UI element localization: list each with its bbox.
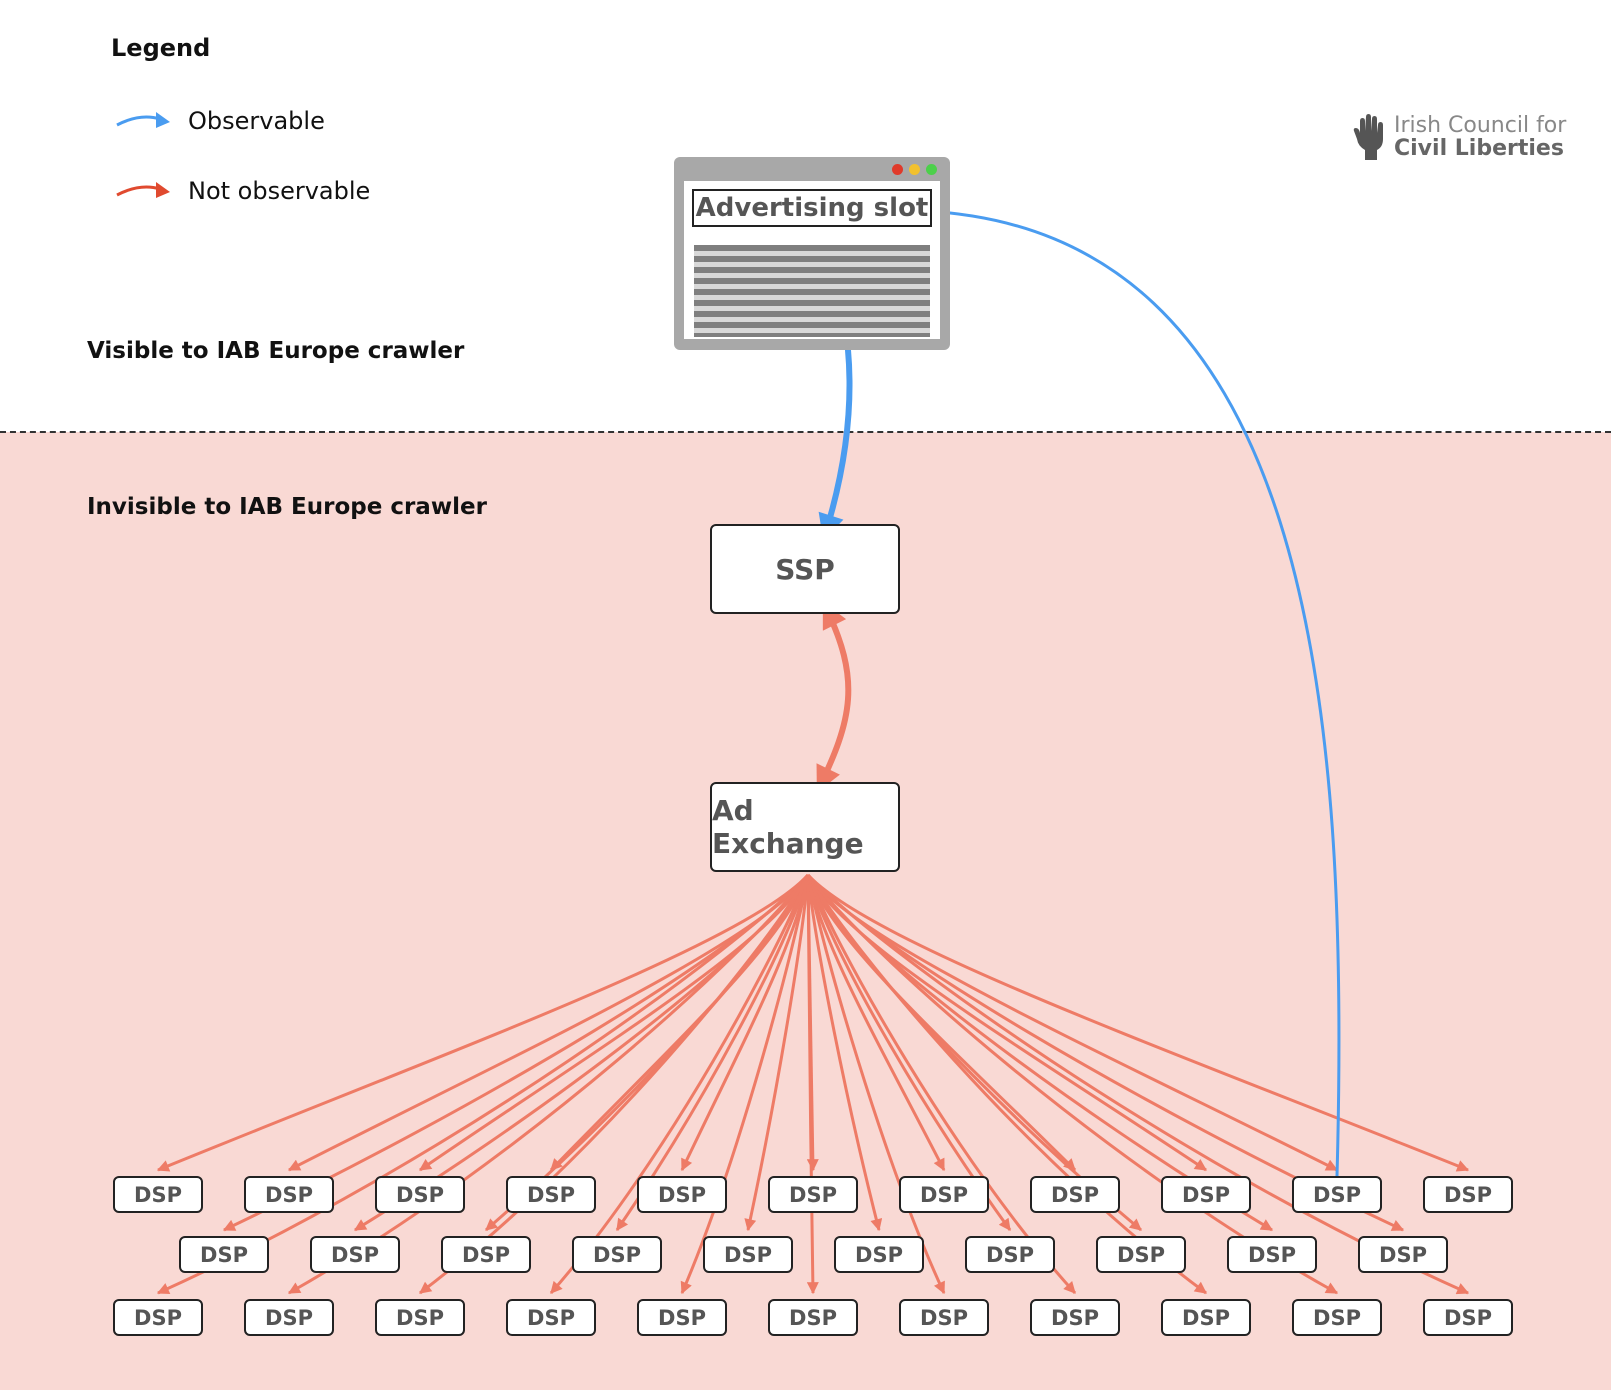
dsp-node: DSP	[899, 1176, 989, 1213]
visible-zone-label: Visible to IAB Europe crawler	[87, 338, 465, 364]
legend-label-observable: Observable	[188, 107, 325, 135]
dsp-node: DSP	[1292, 1299, 1382, 1336]
dsp-node: DSP	[1161, 1299, 1251, 1336]
dsp-node: DSP	[637, 1176, 727, 1213]
dsp-node: DSP	[1030, 1176, 1120, 1213]
ad-exchange-to-dsp-arrow	[806, 874, 1339, 1172]
blue-arrow-icon	[116, 112, 170, 128]
ad-exchange-to-dsp-arrow	[806, 874, 1077, 1295]
ad-exchange-to-dsp-arrow	[744, 874, 810, 1232]
ad-exchange-to-dsp-arrow	[156, 873, 810, 1172]
ad-exchange-to-dsp-arrow	[806, 874, 819, 1295]
brand-line2: Civil Liberties	[1394, 136, 1564, 161]
dsp-node: DSP	[1227, 1236, 1317, 1273]
dsp-node: DSP	[179, 1236, 269, 1273]
legend-title: Legend	[111, 34, 211, 62]
hand-logo-icon	[1353, 114, 1383, 160]
dsp-node: DSP	[1358, 1236, 1448, 1273]
ad-exchange-to-dsp-arrow	[806, 874, 1207, 1295]
dsp-node: DSP	[572, 1236, 662, 1273]
dsp-node: DSP	[1292, 1176, 1382, 1213]
dsp-node: DSP	[375, 1176, 465, 1213]
brand-line1: Irish Council for	[1394, 112, 1567, 138]
legend-label-not-observable: Not observable	[188, 177, 371, 205]
legend-item-observable: Observable	[114, 104, 325, 138]
dsp-to-slot-arrow	[922, 204, 1341, 1177]
ad-exchange-to-dsp-arrow	[806, 873, 1470, 1172]
dsp-node: DSP	[1030, 1299, 1120, 1336]
dsp-node: DSP	[768, 1299, 858, 1336]
ad-exchange-to-dsp-arrow	[680, 874, 810, 1295]
dsp-node: DSP	[441, 1236, 531, 1273]
dsp-node: DSP	[244, 1299, 334, 1336]
dsp-node: DSP	[1096, 1236, 1186, 1273]
ad-exchange-to-dsp-arrow	[419, 874, 810, 1295]
ssp-exchange-arrow	[815, 601, 852, 793]
visibility-divider	[0, 431, 1611, 433]
dsp-node: DSP	[310, 1236, 400, 1273]
dsp-node: DSP	[768, 1176, 858, 1213]
ad-exchange-to-dsp-arrow	[287, 874, 810, 1172]
ad-exchange-to-dsp-arrow	[549, 874, 810, 1294]
browser-viewport: Advertising slot	[684, 181, 940, 339]
red-arrow-icon	[116, 182, 170, 198]
ad-exchange-to-dsp-arrow	[806, 874, 946, 1295]
page-content-lines	[694, 245, 930, 337]
dsp-node: DSP	[965, 1236, 1055, 1273]
dsp-node: DSP	[703, 1236, 793, 1273]
ad-exchange-to-dsp-arrow	[806, 874, 1339, 1295]
maximize-dot-icon	[926, 164, 937, 175]
dsp-node: DSP	[506, 1176, 596, 1213]
dsp-node: DSP	[834, 1236, 924, 1273]
dsp-node: DSP	[899, 1299, 989, 1336]
dsp-node: DSP	[1161, 1176, 1251, 1213]
ad-exchange-to-dsp-arrow	[806, 873, 1470, 1295]
dsp-node: DSP	[637, 1299, 727, 1336]
dsp-node: DSP	[113, 1176, 203, 1213]
ad-exchange-to-dsp-arrow	[287, 874, 810, 1295]
close-dot-icon	[892, 164, 903, 175]
ad-exchange-to-dsp-arrow	[156, 873, 810, 1295]
dsp-node: DSP	[1423, 1299, 1513, 1336]
ssp-node: SSP	[710, 524, 900, 614]
iccl-logo: Irish Council for Civil Liberties	[1352, 113, 1566, 161]
dsp-node: DSP	[506, 1299, 596, 1336]
advertising-slot: Advertising slot	[692, 189, 932, 227]
publisher-browser-window: Advertising slot	[674, 157, 950, 350]
minimize-dot-icon	[909, 164, 920, 175]
ad-exchange-to-dsp-arrow	[419, 874, 810, 1172]
ad-exchange-to-dsp-arrow	[806, 874, 883, 1232]
ad-exchange-node: Ad Exchange	[710, 782, 900, 872]
dsp-node: DSP	[1423, 1176, 1513, 1213]
dsp-node: DSP	[113, 1299, 203, 1336]
dsp-node: DSP	[375, 1299, 465, 1336]
dsp-node: DSP	[244, 1176, 334, 1213]
legend-item-not-observable: Not observable	[114, 174, 370, 208]
invisible-zone-label: Invisible to IAB Europe crawler	[87, 494, 487, 520]
